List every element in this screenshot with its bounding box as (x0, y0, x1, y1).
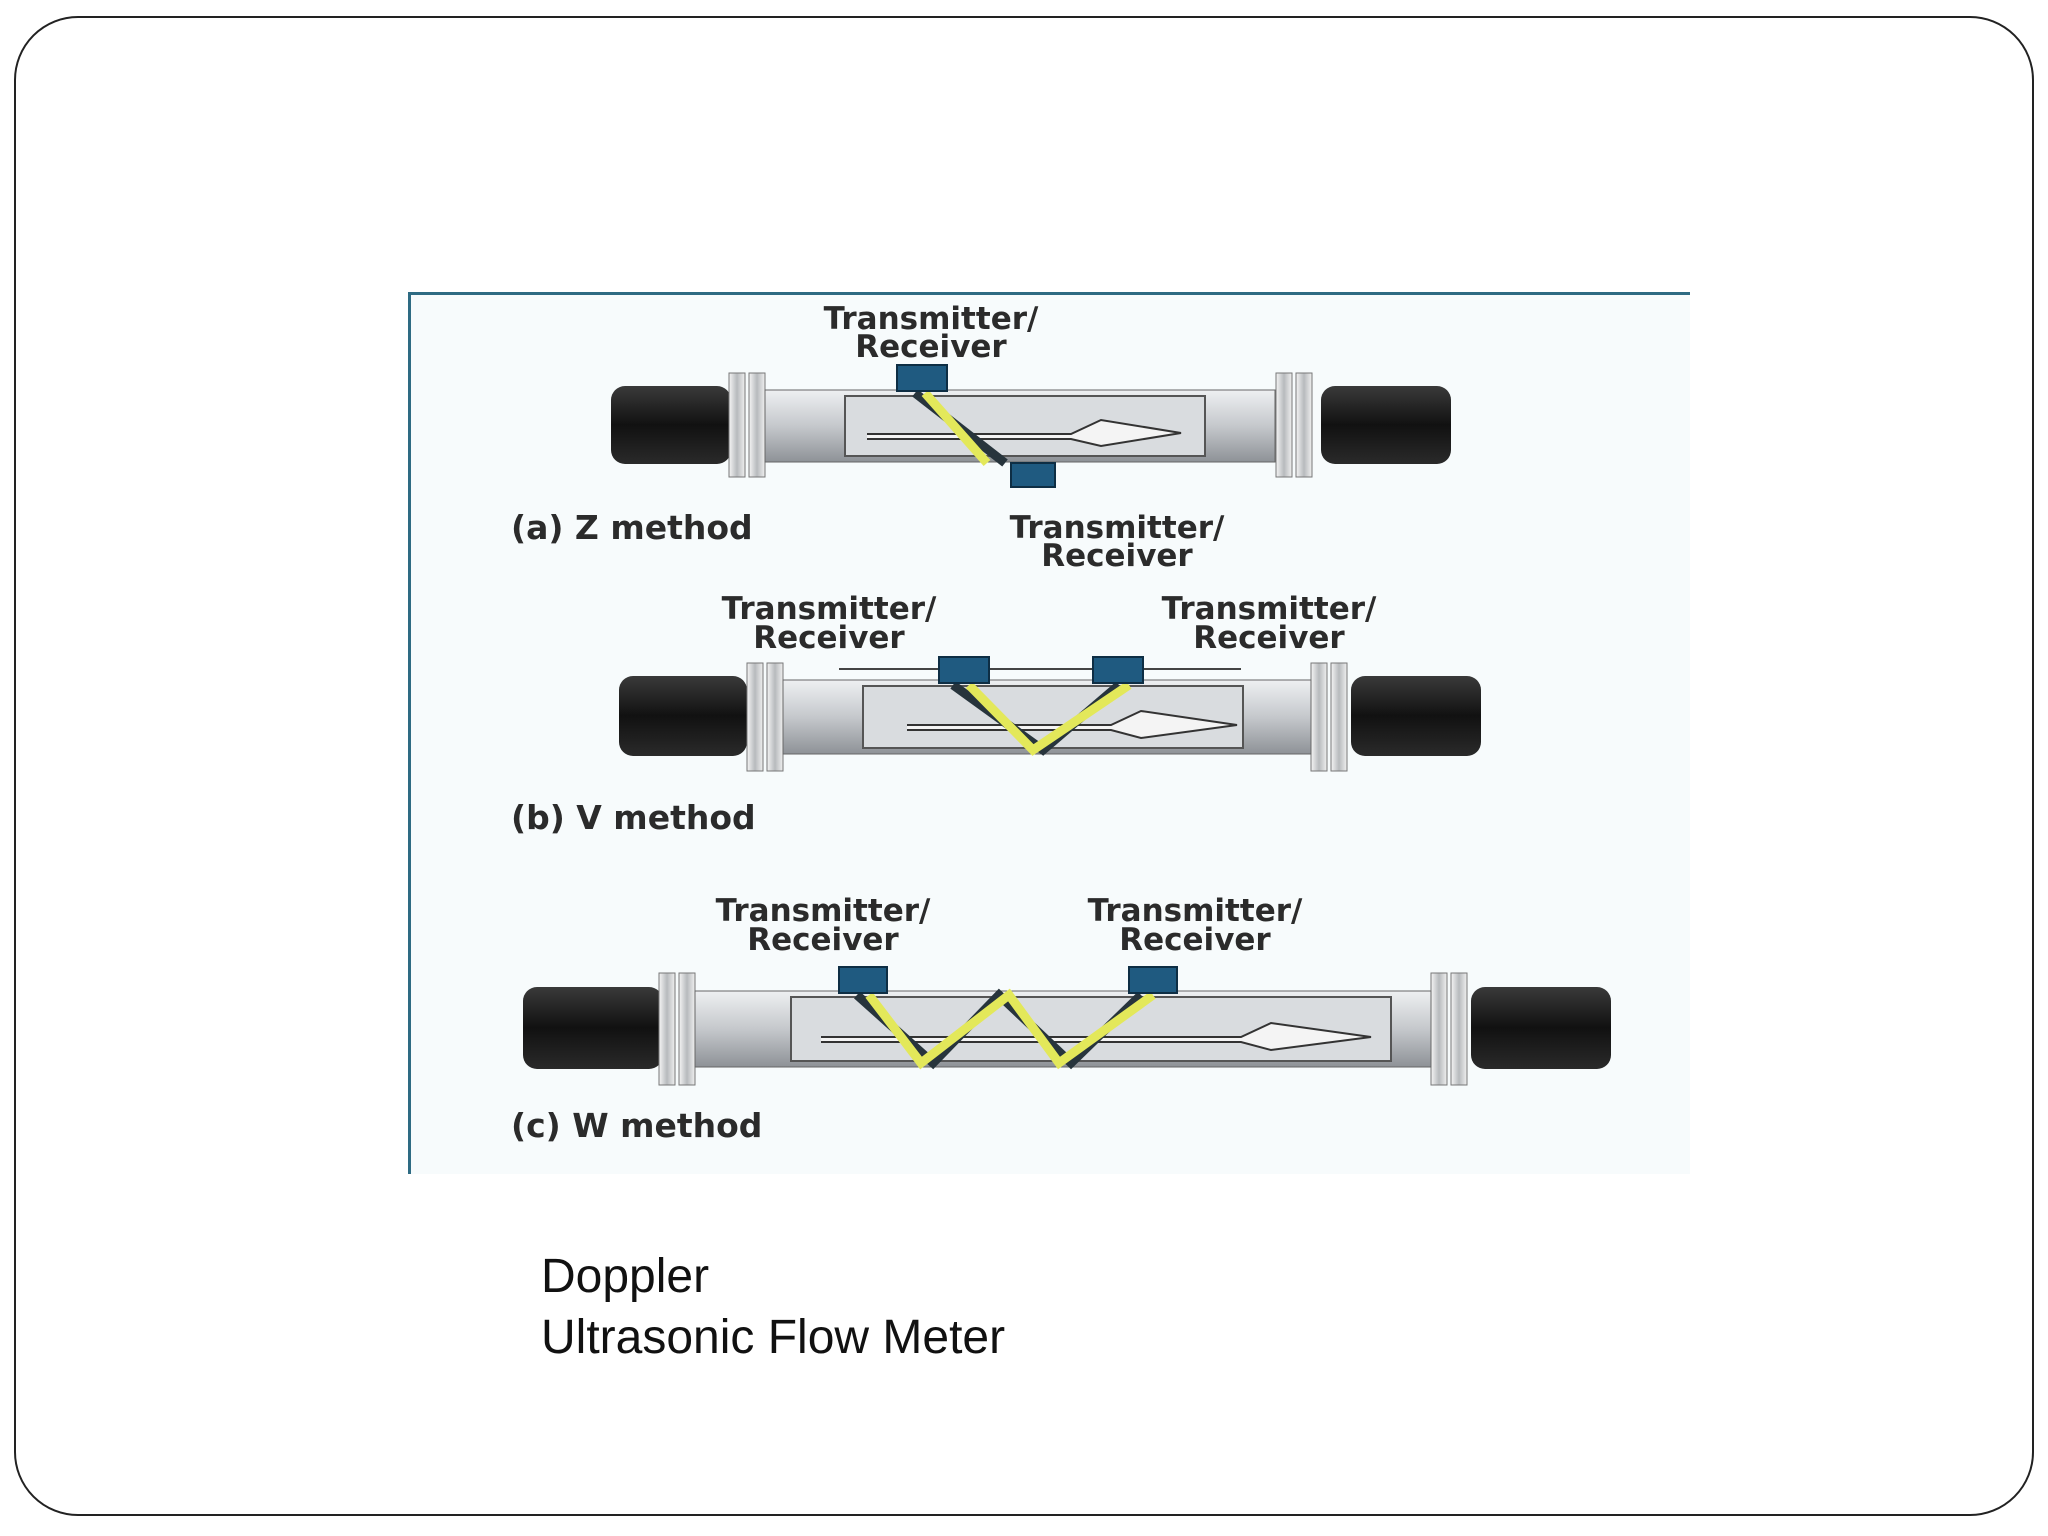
beam-yellow (921, 390, 991, 466)
caption-line-2: Ultrasonic Flow Meter (541, 1311, 1006, 1364)
pipe-flange (728, 372, 746, 478)
transducer-label-line2: Receiver (747, 922, 899, 958)
caption: Doppler Ultrasonic Flow Meter (541, 1246, 1005, 1368)
pipe-end-right (1351, 676, 1481, 756)
pipe-flange (746, 662, 764, 772)
transducer-label-line2: Receiver (1193, 620, 1345, 656)
pipe-end-left (523, 987, 663, 1069)
panel-v-method: Transmitter/ Receiver Transmitter/ Recei… (511, 591, 1481, 837)
flow-arrow (821, 1021, 1372, 1052)
pipe-flange (766, 662, 784, 772)
transducer-label-line1: Transmitter/ (722, 591, 937, 627)
transducer-bottom (1010, 462, 1056, 488)
diagram-svg: Transmitter/ Receiver Transmitter/ Recei… (511, 301, 1611, 1145)
flow-arrow (867, 418, 1182, 448)
pipe-flange (1295, 372, 1313, 478)
caption-line-1: Doppler (541, 1250, 710, 1303)
slide-frame: Transmitter/ Receiver Transmitter/ Recei… (14, 16, 2034, 1516)
pipe-end-right (1321, 386, 1451, 464)
pipe-flange (1310, 662, 1328, 772)
pipe-flange (1450, 972, 1468, 1086)
transducer-label-line1: Transmitter/ (1010, 510, 1225, 546)
transducer-label-line2: Receiver (1041, 538, 1193, 574)
method-label: (a) Z method (511, 508, 753, 547)
pipe-flange (1430, 972, 1448, 1086)
beam-yellow (965, 681, 1132, 756)
pipe-flange (658, 972, 676, 1086)
transducer-label-line1: Transmitter/ (716, 893, 931, 929)
pipe-end-left (619, 676, 747, 756)
transducer-label-line2: Receiver (1119, 922, 1271, 958)
pipe-flange (1330, 662, 1348, 772)
pipe-flange (678, 972, 696, 1086)
method-label: (c) W method (511, 1106, 762, 1145)
pipe-end-left (611, 386, 731, 464)
pipe-flange (1275, 372, 1293, 478)
transducer-label-line1: Transmitter/ (1162, 591, 1377, 627)
panel-z-method: Transmitter/ Receiver Transmitter/ Recei… (511, 301, 1451, 574)
transducer-label-line1: Transmitter/ (824, 301, 1039, 337)
transducer-left (838, 966, 888, 994)
transducer-label-line2: Receiver (855, 329, 1007, 365)
method-label: (b) V method (511, 798, 756, 837)
transducer-label-line1: Transmitter/ (1088, 893, 1303, 929)
transducer-label-line2: Receiver (753, 620, 905, 656)
pipe-window (844, 395, 1206, 457)
pipe-flange (748, 372, 766, 478)
transducer-left (938, 656, 990, 684)
panel-w-method: Transmitter/ Receiver Transmitter/ Recei… (511, 893, 1611, 1145)
flow-arrow (907, 709, 1238, 740)
pipe-end-right (1471, 987, 1611, 1069)
transducer-right (1128, 966, 1178, 994)
flow-meter-diagram: Transmitter/ Receiver Transmitter/ Recei… (408, 292, 1690, 1174)
transducer-top (896, 364, 948, 392)
beam-yellow (865, 988, 1156, 1070)
transducer-right (1092, 656, 1144, 684)
